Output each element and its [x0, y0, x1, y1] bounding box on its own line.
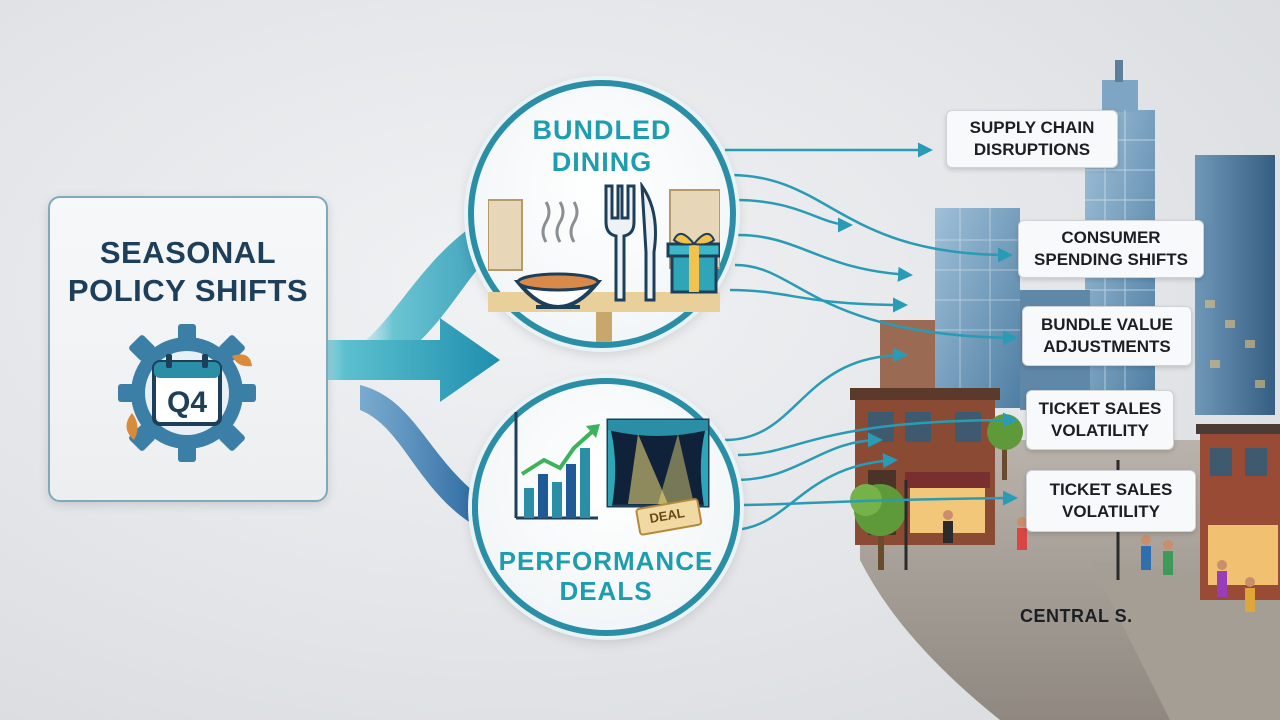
- deal-ticket-icon: [635, 498, 703, 536]
- performance-deals-title: PERFORMANCE DEALS: [498, 546, 714, 606]
- outcome-tag-bundle-value: BUNDLE VALUE ADJUSTMENTS: [1022, 306, 1192, 366]
- gear-calendar-icon: [118, 324, 256, 462]
- performance-deals-node: DEAL PERFORMANCE DEALS: [472, 378, 740, 636]
- storefront-right: [1196, 424, 1280, 600]
- flow-arrow-to-dining: [330, 200, 510, 385]
- fork-knife-icon: [604, 182, 657, 302]
- outcome-tag-consumer-spending: CONSUMER SPENDING SHIFTS: [1018, 220, 1204, 278]
- growth-chart-icon: [514, 412, 600, 520]
- dining-illustration: [488, 182, 720, 342]
- outcome-tag-ticket-sales-1: TICKET SALES VOLATILITY: [1026, 390, 1174, 450]
- bundled-dining-node: BUNDLED DINING: [468, 80, 736, 348]
- soup-bowl-icon: [513, 201, 603, 309]
- q4-badge: Q4: [166, 386, 208, 419]
- source-panel: SEASONAL POLICY SHIFTS Q4: [48, 196, 328, 502]
- pedestrians: [943, 510, 1255, 612]
- flow-arrow-main: [260, 318, 500, 402]
- theater-stage-icon: [606, 418, 710, 508]
- gift-box-icon: [666, 233, 720, 294]
- city-caption: CENTRAL S.: [1020, 606, 1133, 626]
- outcome-tag-supply-chain: SUPPLY CHAIN DISRUPTIONS: [946, 110, 1118, 168]
- skyscraper-left: [935, 208, 1020, 408]
- skyscraper-right: [1195, 155, 1275, 415]
- bundled-dining-title: BUNDLED DINING: [532, 115, 672, 177]
- outcome-flow-lines: [724, 142, 1018, 532]
- source-title: SEASONAL POLICY SHIFTS: [67, 235, 309, 308]
- outcome-tag-ticket-sales-2: TICKET SALES VOLATILITY: [1026, 470, 1196, 532]
- performance-illustration: [514, 412, 710, 536]
- flow-arrow-to-performance: [360, 385, 505, 540]
